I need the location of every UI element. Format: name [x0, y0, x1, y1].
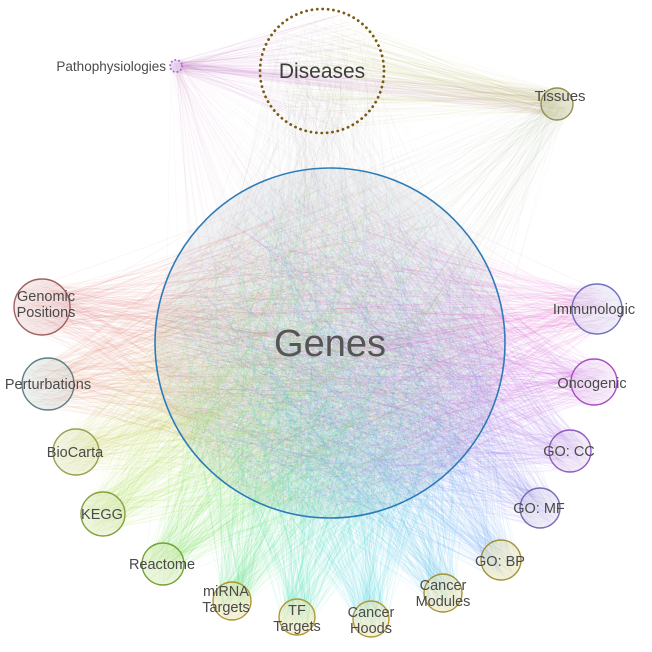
edge-bundle-genes-mirna-targets — [160, 191, 481, 619]
node-pathophysiologies[interactable] — [169, 59, 183, 73]
node-mirna-targets[interactable] — [212, 581, 252, 621]
node-tf-targets[interactable] — [278, 598, 316, 636]
node-label-immunologic: Immunologic — [553, 302, 635, 318]
edge-bundle-genes-pathophysiologies — [165, 60, 479, 512]
node-tissues[interactable] — [540, 87, 574, 121]
node-perturbations[interactable] — [21, 357, 75, 411]
edge-bundle-genes-go-cc — [160, 181, 590, 507]
node-label-biocarta: BioCarta — [47, 445, 104, 461]
edge-bundle-genes-reactome — [143, 175, 499, 584]
node-label-genes: Genes — [274, 323, 386, 365]
genes-circle-fill — [155, 168, 505, 518]
edge-bundle-genes-go-bp — [168, 174, 520, 580]
edge-bundle-genes-go-mf — [162, 180, 559, 527]
edge-bundle-genes-cancer-hoods — [170, 185, 498, 636]
edge-bundle-genes-biocarta — [54, 176, 483, 513]
node-label-oncogenic: Oncogenic — [557, 376, 626, 392]
node-label-pathophysiologies: Pathophysiologies — [56, 59, 166, 74]
edge-bundle-genes-genomic-positions — [15, 177, 493, 512]
node-reactome[interactable] — [141, 542, 185, 586]
edge-bundle-genes-diseases — [167, 12, 498, 507]
node-cancer-hoods[interactable] — [352, 600, 390, 638]
node-label-go-cc: GO: CC — [543, 444, 595, 460]
node-go-cc[interactable] — [548, 429, 592, 473]
node-label-reactome: Reactome — [129, 557, 195, 573]
edge-bundle-genes-tf-targets — [172, 177, 490, 634]
node-label-go-mf: GO: MF — [513, 501, 565, 517]
edge-bundle-genes-cancer-modules — [165, 180, 497, 612]
node-genomic-positions[interactable] — [13, 278, 71, 336]
node-genes[interactable] — [154, 167, 506, 519]
node-label-diseases: Diseases — [279, 60, 365, 83]
node-cancer-modules[interactable] — [423, 573, 463, 613]
node-label-kegg: KEGG — [81, 507, 123, 523]
edge-bundles — [15, 12, 621, 636]
node-biocarta[interactable] — [52, 428, 100, 476]
edge-bundle-genes-tissues — [165, 89, 572, 509]
edge-bundle-genes-immunologic — [161, 181, 621, 501]
edge-bundle-genes-kegg — [82, 181, 482, 535]
edge-bundle-genes-oncogenic — [160, 180, 614, 509]
node-kegg[interactable] — [80, 491, 126, 537]
node-go-mf[interactable] — [519, 487, 561, 529]
node-oncogenic[interactable] — [570, 358, 618, 406]
edge-bundle-diseases-tissues — [268, 12, 571, 130]
node-label-perturbations: Perturbations — [5, 377, 91, 393]
node-diseases[interactable] — [258, 7, 386, 135]
edge-bundle-pathophysiologies-tissues — [170, 60, 571, 120]
node-immunologic[interactable] — [571, 283, 623, 335]
node-go-bp[interactable] — [480, 539, 522, 581]
edge-bundle-diseases-pathophysiologies — [170, 12, 382, 129]
node-label-tissues: Tissues — [534, 88, 585, 105]
node-label-go-bp: GO: BP — [475, 554, 525, 570]
